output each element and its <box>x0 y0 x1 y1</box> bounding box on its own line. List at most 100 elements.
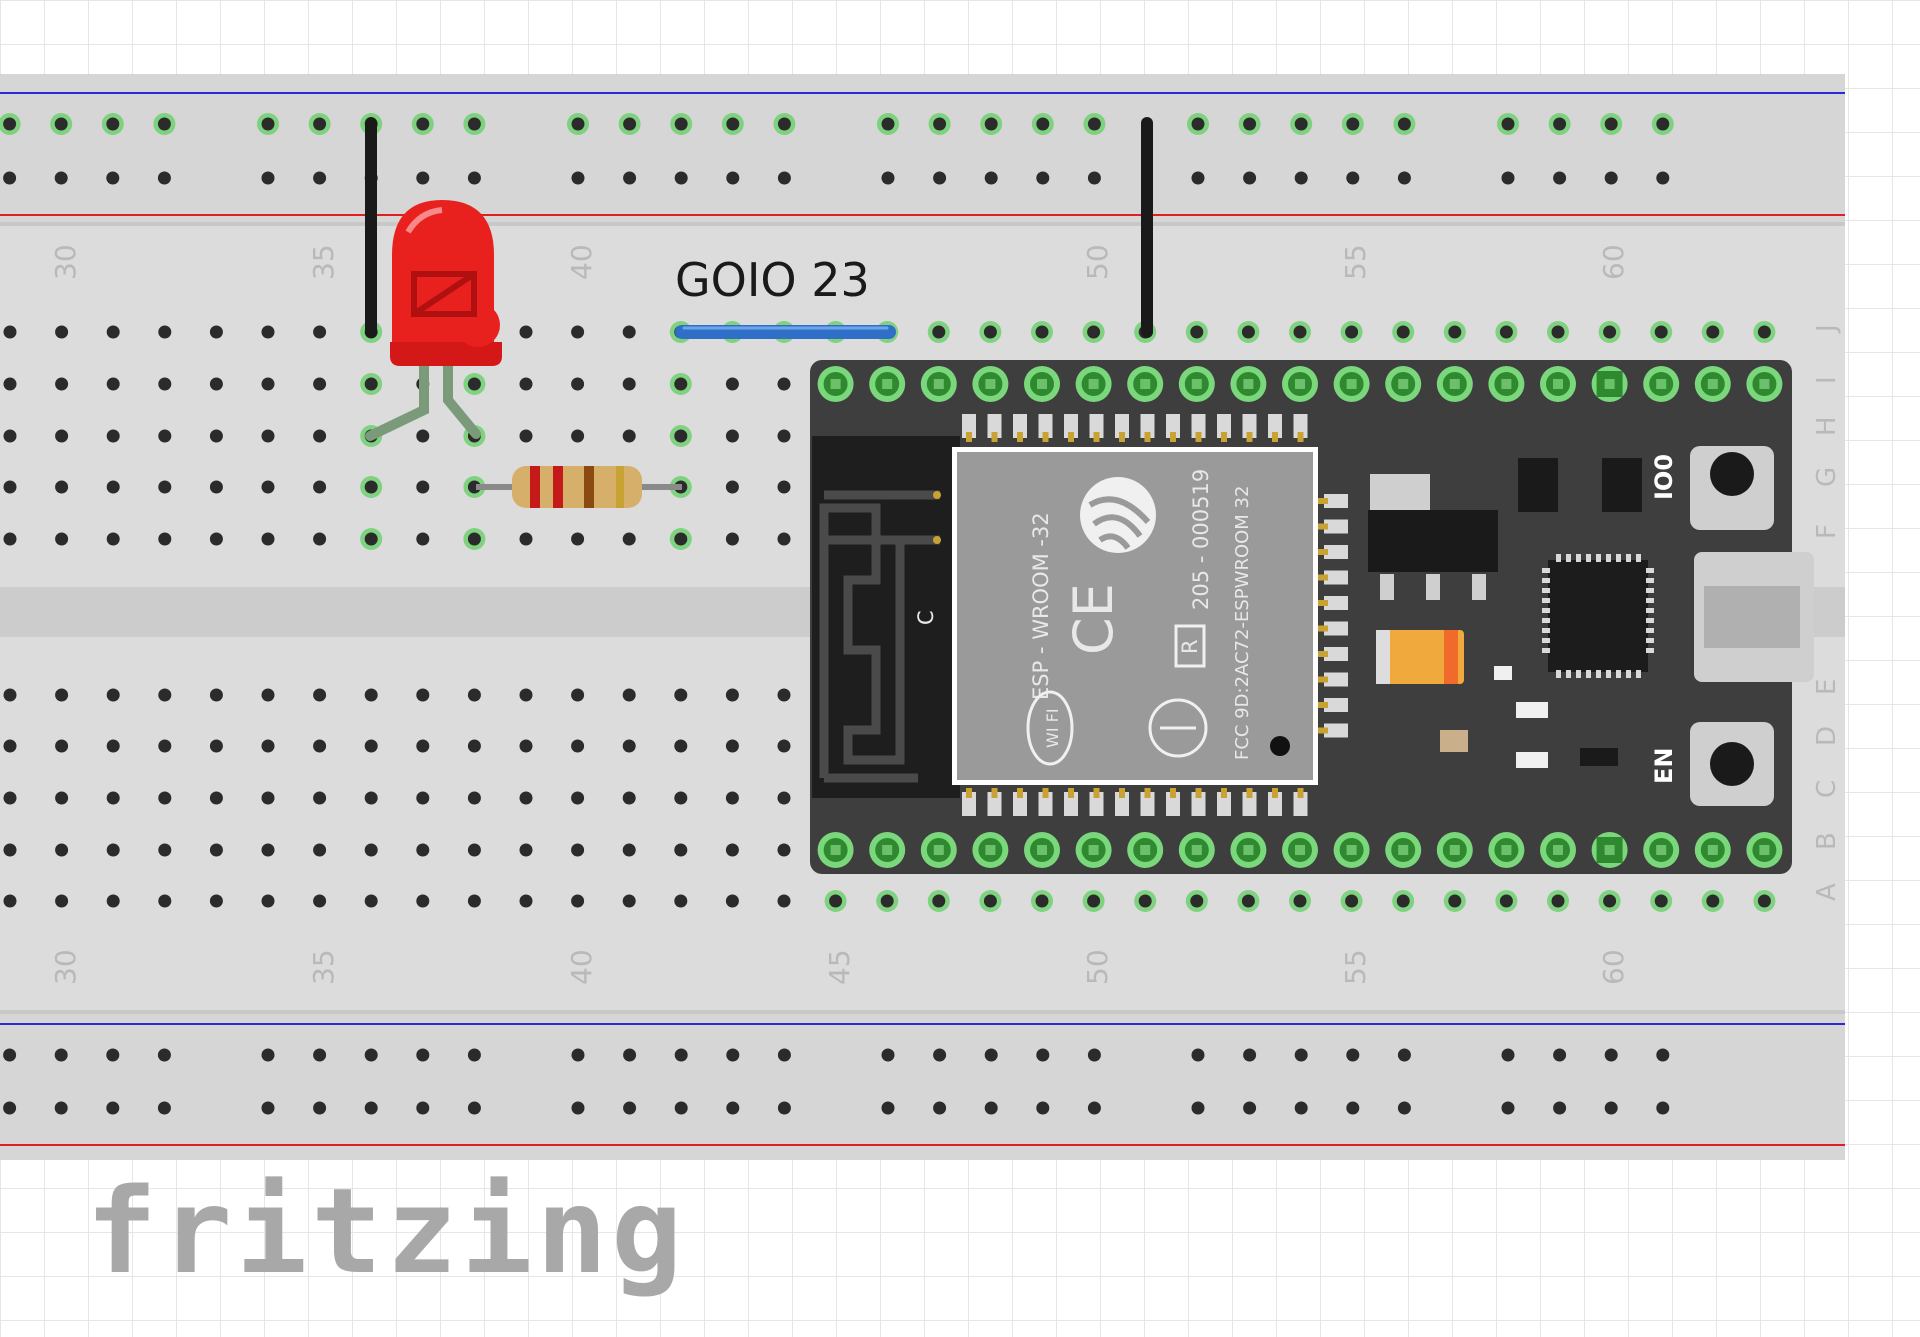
header-pin-square <box>1553 845 1563 855</box>
header-pin-square <box>1191 845 1202 855</box>
breadboard-hole <box>467 171 481 185</box>
red-led[interactable] <box>365 200 502 441</box>
breadboard-hole <box>1241 325 1255 339</box>
breadboard-hole <box>313 688 327 702</box>
breadboard-hole <box>1448 894 1462 908</box>
breadboard-hole <box>364 377 378 391</box>
header-pin-square <box>1243 379 1254 389</box>
header-pin-square <box>1707 379 1718 389</box>
breadboard-hole <box>777 171 791 185</box>
castellated-pad <box>1242 414 1257 438</box>
esp32-devkit[interactable]: C ESP - WROOM -32 205 - 000519 FCC 9D:2A… <box>810 360 1814 874</box>
castellated-pad-gold <box>1318 651 1328 657</box>
breadboard-hole <box>1501 171 1515 185</box>
breadboard-hole <box>106 480 120 494</box>
breadboard-hole <box>571 843 585 857</box>
breadboard-hole <box>829 894 843 908</box>
chip-pin <box>1636 554 1641 562</box>
breadboard-hole <box>1346 1101 1360 1115</box>
breadboard-hole <box>1397 171 1411 185</box>
breadboard-hole <box>313 532 327 546</box>
breadboard-hole <box>1553 117 1567 131</box>
breadboard-hole <box>1346 117 1360 131</box>
breadboard-hole <box>313 117 327 131</box>
breadboard-hole <box>1603 894 1617 908</box>
en-button-label: EN <box>1650 748 1678 784</box>
chip-pin <box>1542 588 1550 593</box>
breadboard-hole <box>777 791 791 805</box>
breadboard-hole <box>106 117 120 131</box>
breadboard-hole <box>726 1101 740 1115</box>
breadboard-hole <box>158 791 172 805</box>
breadboard-hole <box>674 688 688 702</box>
breadboard-hole <box>725 429 739 443</box>
breadboard-hole <box>1345 325 1359 339</box>
column-number: 55 <box>1339 244 1372 280</box>
breadboard-hole <box>158 843 172 857</box>
row-letter: G <box>1812 467 1842 487</box>
breadboard-hole <box>1241 894 1255 908</box>
header-pin-square <box>1501 845 1512 855</box>
chip-pin <box>1646 568 1654 573</box>
breadboard-hole <box>416 480 430 494</box>
breadboard-hole <box>571 325 585 339</box>
breadboard-hole <box>3 480 17 494</box>
column-number: 60 <box>1597 244 1630 280</box>
breadboard-hole <box>158 739 172 753</box>
breadboard-hole <box>932 325 946 339</box>
breadboard-hole <box>725 480 739 494</box>
breadboard-hole <box>209 325 223 339</box>
header-pin-square <box>1501 379 1512 389</box>
breadboard-hole <box>1294 1048 1308 1062</box>
header-pin-square <box>1759 845 1770 855</box>
breadboard-hole <box>777 429 791 443</box>
breadboard-hole <box>106 532 120 546</box>
breadboard-hole <box>777 532 791 546</box>
castellated-pad-gold <box>1318 676 1328 683</box>
castellated-pad <box>1089 414 1104 438</box>
breadboard-hole <box>777 843 791 857</box>
breadboard-hole <box>1087 171 1101 185</box>
castellated-pad-gold <box>1318 523 1328 530</box>
breadboard-hole <box>364 532 378 546</box>
breadboard-hole <box>1603 325 1617 339</box>
resistor[interactable] <box>476 466 682 508</box>
column-number: 60 <box>1597 949 1630 985</box>
breadboard-hole <box>881 171 895 185</box>
header-pin-square <box>933 379 944 389</box>
resistor-band <box>616 466 624 508</box>
breadboard-hole <box>622 791 636 805</box>
castellated-pad <box>1038 792 1053 816</box>
castellated-pad-gold <box>1318 498 1328 504</box>
tantalum-capacitor <box>1376 630 1464 684</box>
breadboard-hole <box>984 1048 998 1062</box>
breadboard-hole <box>622 894 636 908</box>
boot-button-label: IO0 <box>1650 454 1678 500</box>
resistor-body <box>512 466 642 508</box>
header-pin-square <box>1759 379 1770 389</box>
breadboard-hole <box>674 377 688 391</box>
breadboard-hole <box>1190 325 1204 339</box>
breadboard-hole <box>623 117 637 131</box>
breadboard-hole <box>416 688 430 702</box>
header-pin-square <box>985 845 996 855</box>
breadboard-hole <box>984 117 998 131</box>
wifi-mark: WI FI <box>1043 708 1062 748</box>
breadboard-hole <box>1138 894 1152 908</box>
breadboard-hole <box>1191 171 1205 185</box>
castellated-pad <box>987 792 1002 816</box>
breadboard-hole <box>1294 171 1308 185</box>
breadboard-hole <box>1654 894 1668 908</box>
breadboard-hole <box>55 532 69 546</box>
breadboard-hole <box>3 117 17 131</box>
breadboard-hole <box>106 688 120 702</box>
breadboard-hole <box>571 532 585 546</box>
header-pin-square <box>1346 379 1357 389</box>
breadboard-hole <box>261 117 275 131</box>
breadboard-hole <box>519 791 533 805</box>
castellated-pad <box>1324 545 1348 559</box>
breadboard-hole <box>622 532 636 546</box>
breadboard-hole <box>1294 1101 1308 1115</box>
castellated-pad <box>1140 792 1155 816</box>
